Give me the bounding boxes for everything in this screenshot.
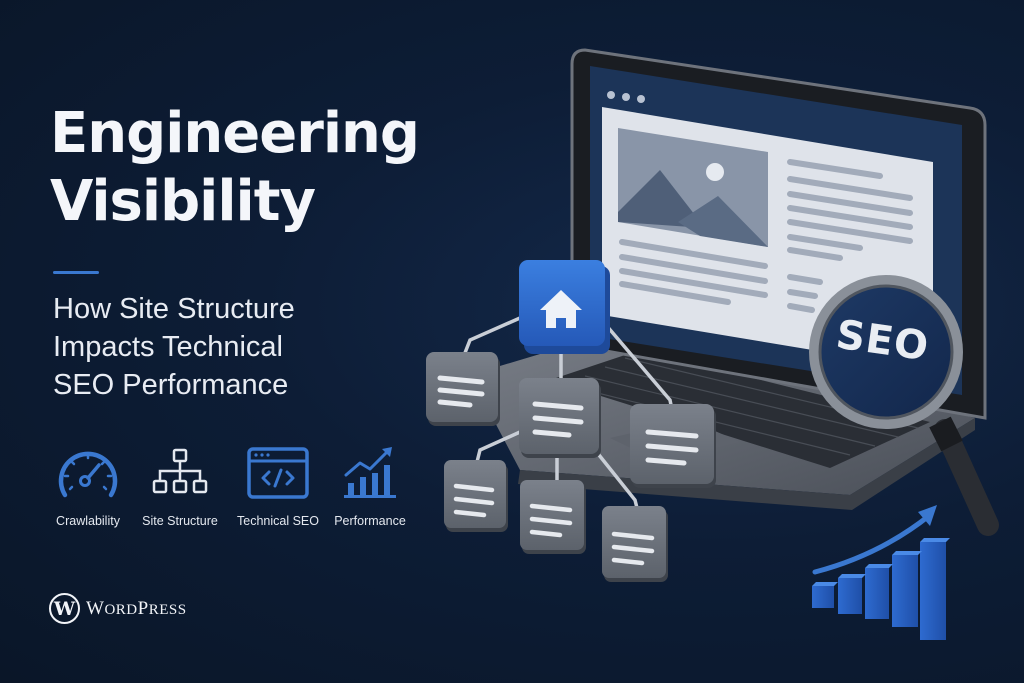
wordpress-brand: W WORDPRESS bbox=[49, 593, 187, 624]
hero-subtitle-line-2: Impacts Technical bbox=[53, 331, 283, 363]
hero-subtitle-line-3: SEO Performance bbox=[53, 369, 289, 401]
growth-chart-icon bbox=[340, 440, 400, 506]
feature-list: Crawlability Site Structure bbox=[48, 440, 416, 528]
hero-subtitle-line-1: How Site Structure bbox=[53, 293, 295, 325]
wordpress-wordmark: WORDPRESS bbox=[86, 597, 187, 619]
hero-subtitle: How Site Structure Impacts Technical SEO… bbox=[53, 290, 295, 404]
code-window-icon bbox=[245, 440, 311, 506]
feature-label: Site Structure bbox=[142, 514, 218, 528]
sitemap-child-nodes bbox=[426, 352, 716, 582]
sitemap-connectors bbox=[461, 316, 674, 510]
accent-divider bbox=[53, 271, 99, 274]
feature-crawlability: Crawlability bbox=[48, 440, 128, 528]
feature-performance: Performance bbox=[324, 440, 416, 528]
magnifier-seo-text: SEO bbox=[833, 311, 932, 371]
hero-title-line-2: Visibility bbox=[50, 169, 316, 234]
sitemap-home-node bbox=[519, 260, 610, 354]
hero-title-line-1: Engineering bbox=[50, 101, 420, 166]
hero-title: Engineering Visibility bbox=[50, 100, 420, 236]
growth-bar-chart bbox=[812, 505, 950, 640]
feature-label: Performance bbox=[334, 514, 406, 528]
feature-technical-seo: Technical SEO bbox=[232, 440, 324, 528]
feature-label: Technical SEO bbox=[237, 514, 319, 528]
feature-label: Crawlability bbox=[56, 514, 120, 528]
wordpress-logo-icon: W bbox=[49, 593, 80, 624]
sitemap-hierarchy-icon bbox=[151, 440, 209, 506]
feature-site-structure: Site Structure bbox=[128, 440, 232, 528]
speedometer-icon bbox=[55, 440, 121, 506]
